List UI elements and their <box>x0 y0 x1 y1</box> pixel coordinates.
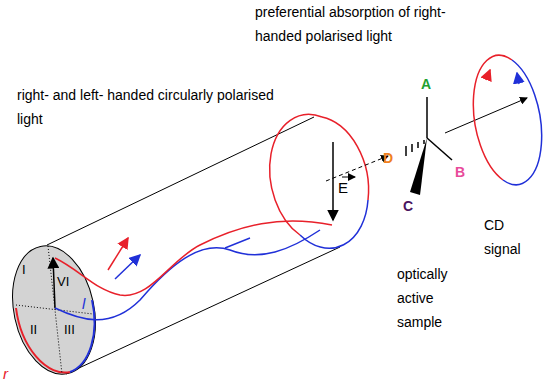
handedness-label: r <box>3 362 8 386</box>
sample-label: optically active sample <box>397 262 479 334</box>
light-label: right- and left- handed circularly polar… <box>17 83 277 131</box>
substituent-label: B <box>455 160 465 184</box>
field-vector-label: E <box>338 176 348 200</box>
sector-number: III <box>64 318 75 342</box>
sector-number: II <box>30 318 37 342</box>
caption-note: preferential absorption of right-handed … <box>255 0 470 48</box>
sector-number: I <box>22 258 26 282</box>
substituent-label: A <box>421 72 431 96</box>
sector-number: VI <box>57 270 69 294</box>
substituent-label: C <box>403 194 413 218</box>
substituent-label: D <box>383 146 393 170</box>
cd-label: CD signal <box>484 213 544 261</box>
handedness-label: l <box>82 292 85 316</box>
